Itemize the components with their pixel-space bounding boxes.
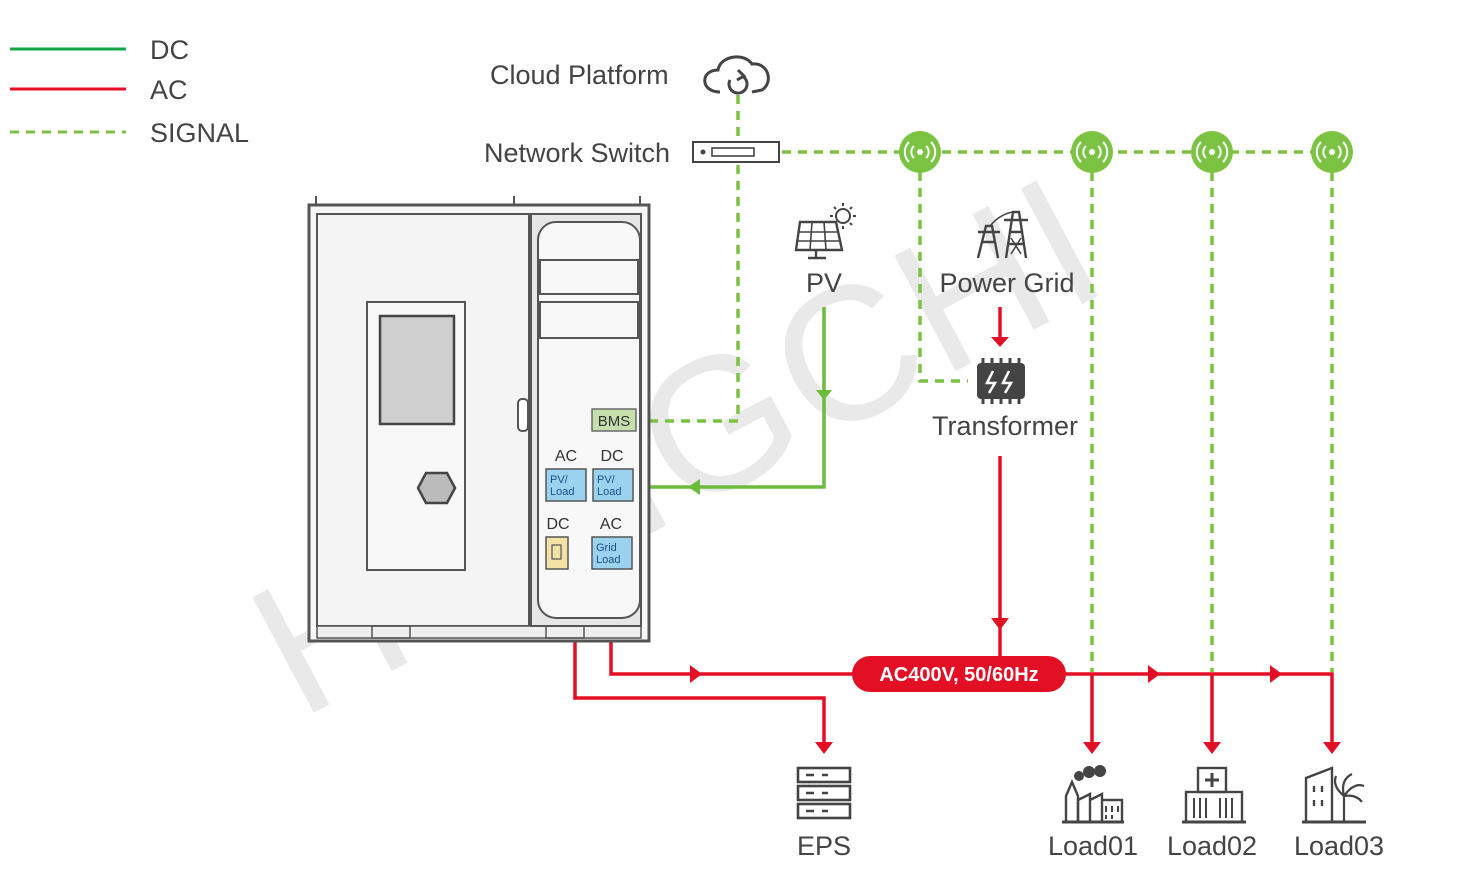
legend-signal-label: SIGNAL bbox=[150, 118, 249, 148]
bms-module: BMS bbox=[591, 408, 637, 432]
grid-load-port-line1: Grid bbox=[596, 542, 617, 554]
dc-breaker bbox=[545, 536, 569, 570]
wifi-node-icon bbox=[899, 131, 941, 173]
energy-storage-cabinet bbox=[307, 196, 651, 643]
wifi-nodes bbox=[899, 131, 1353, 173]
cloud-icon bbox=[703, 55, 770, 95]
port-dc-bottom-label: DC bbox=[546, 516, 569, 533]
eps-icon bbox=[796, 766, 852, 820]
legend: DC AC SIGNAL bbox=[10, 35, 249, 148]
power-grid-icon bbox=[976, 210, 1028, 259]
pv-load-port-ac-line2: Load bbox=[550, 486, 574, 498]
hospital-icon bbox=[1182, 766, 1246, 824]
wifi-node-icon bbox=[1071, 131, 1113, 173]
transformer-icon bbox=[977, 358, 1025, 404]
port-ac-bottom-label: AC bbox=[600, 516, 622, 533]
bms-label: BMS bbox=[598, 413, 631, 430]
network-switch-icon bbox=[692, 141, 780, 163]
factory-icon bbox=[1062, 765, 1124, 824]
bus-label: AC400V, 50/60Hz bbox=[852, 656, 1066, 692]
wifi-node-icon bbox=[1191, 131, 1233, 173]
port-dc-top-label: DC bbox=[600, 448, 623, 465]
network-switch-label: Network Switch bbox=[484, 138, 670, 168]
legend-ac-label: AC bbox=[150, 75, 188, 105]
grid-load-port: Grid Load bbox=[591, 536, 633, 570]
grid-load-port-line2: Load bbox=[596, 554, 620, 566]
pv-load-port-dc-line2: Load bbox=[597, 486, 621, 498]
pv-icon bbox=[794, 203, 856, 260]
power-grid-label: Power Grid bbox=[939, 268, 1074, 298]
load02-label: Load02 bbox=[1167, 831, 1257, 861]
pv-load-port-ac: PV/ Load bbox=[545, 468, 587, 502]
legend-dc-label: DC bbox=[150, 35, 189, 65]
residence-icon bbox=[1302, 766, 1366, 824]
signal-lines bbox=[642, 95, 1334, 672]
load01-label: Load01 bbox=[1048, 831, 1138, 861]
pv-load-port-dc: PV/ Load bbox=[592, 468, 634, 502]
port-ac-top-label: AC bbox=[555, 448, 577, 465]
dc-lines bbox=[632, 307, 832, 495]
cloud-platform-label: Cloud Platform bbox=[490, 60, 669, 90]
bus-label-text: AC400V, 50/60Hz bbox=[879, 664, 1038, 686]
pv-load-port-ac-line1: PV/ bbox=[550, 474, 569, 486]
wifi-node-icon bbox=[1311, 131, 1353, 173]
load03-label: Load03 bbox=[1294, 831, 1384, 861]
pv-load-port-dc-line1: PV/ bbox=[597, 474, 616, 486]
transformer-label: Transformer bbox=[932, 411, 1078, 441]
pv-label: PV bbox=[806, 268, 842, 298]
eps-label: EPS bbox=[797, 831, 851, 861]
